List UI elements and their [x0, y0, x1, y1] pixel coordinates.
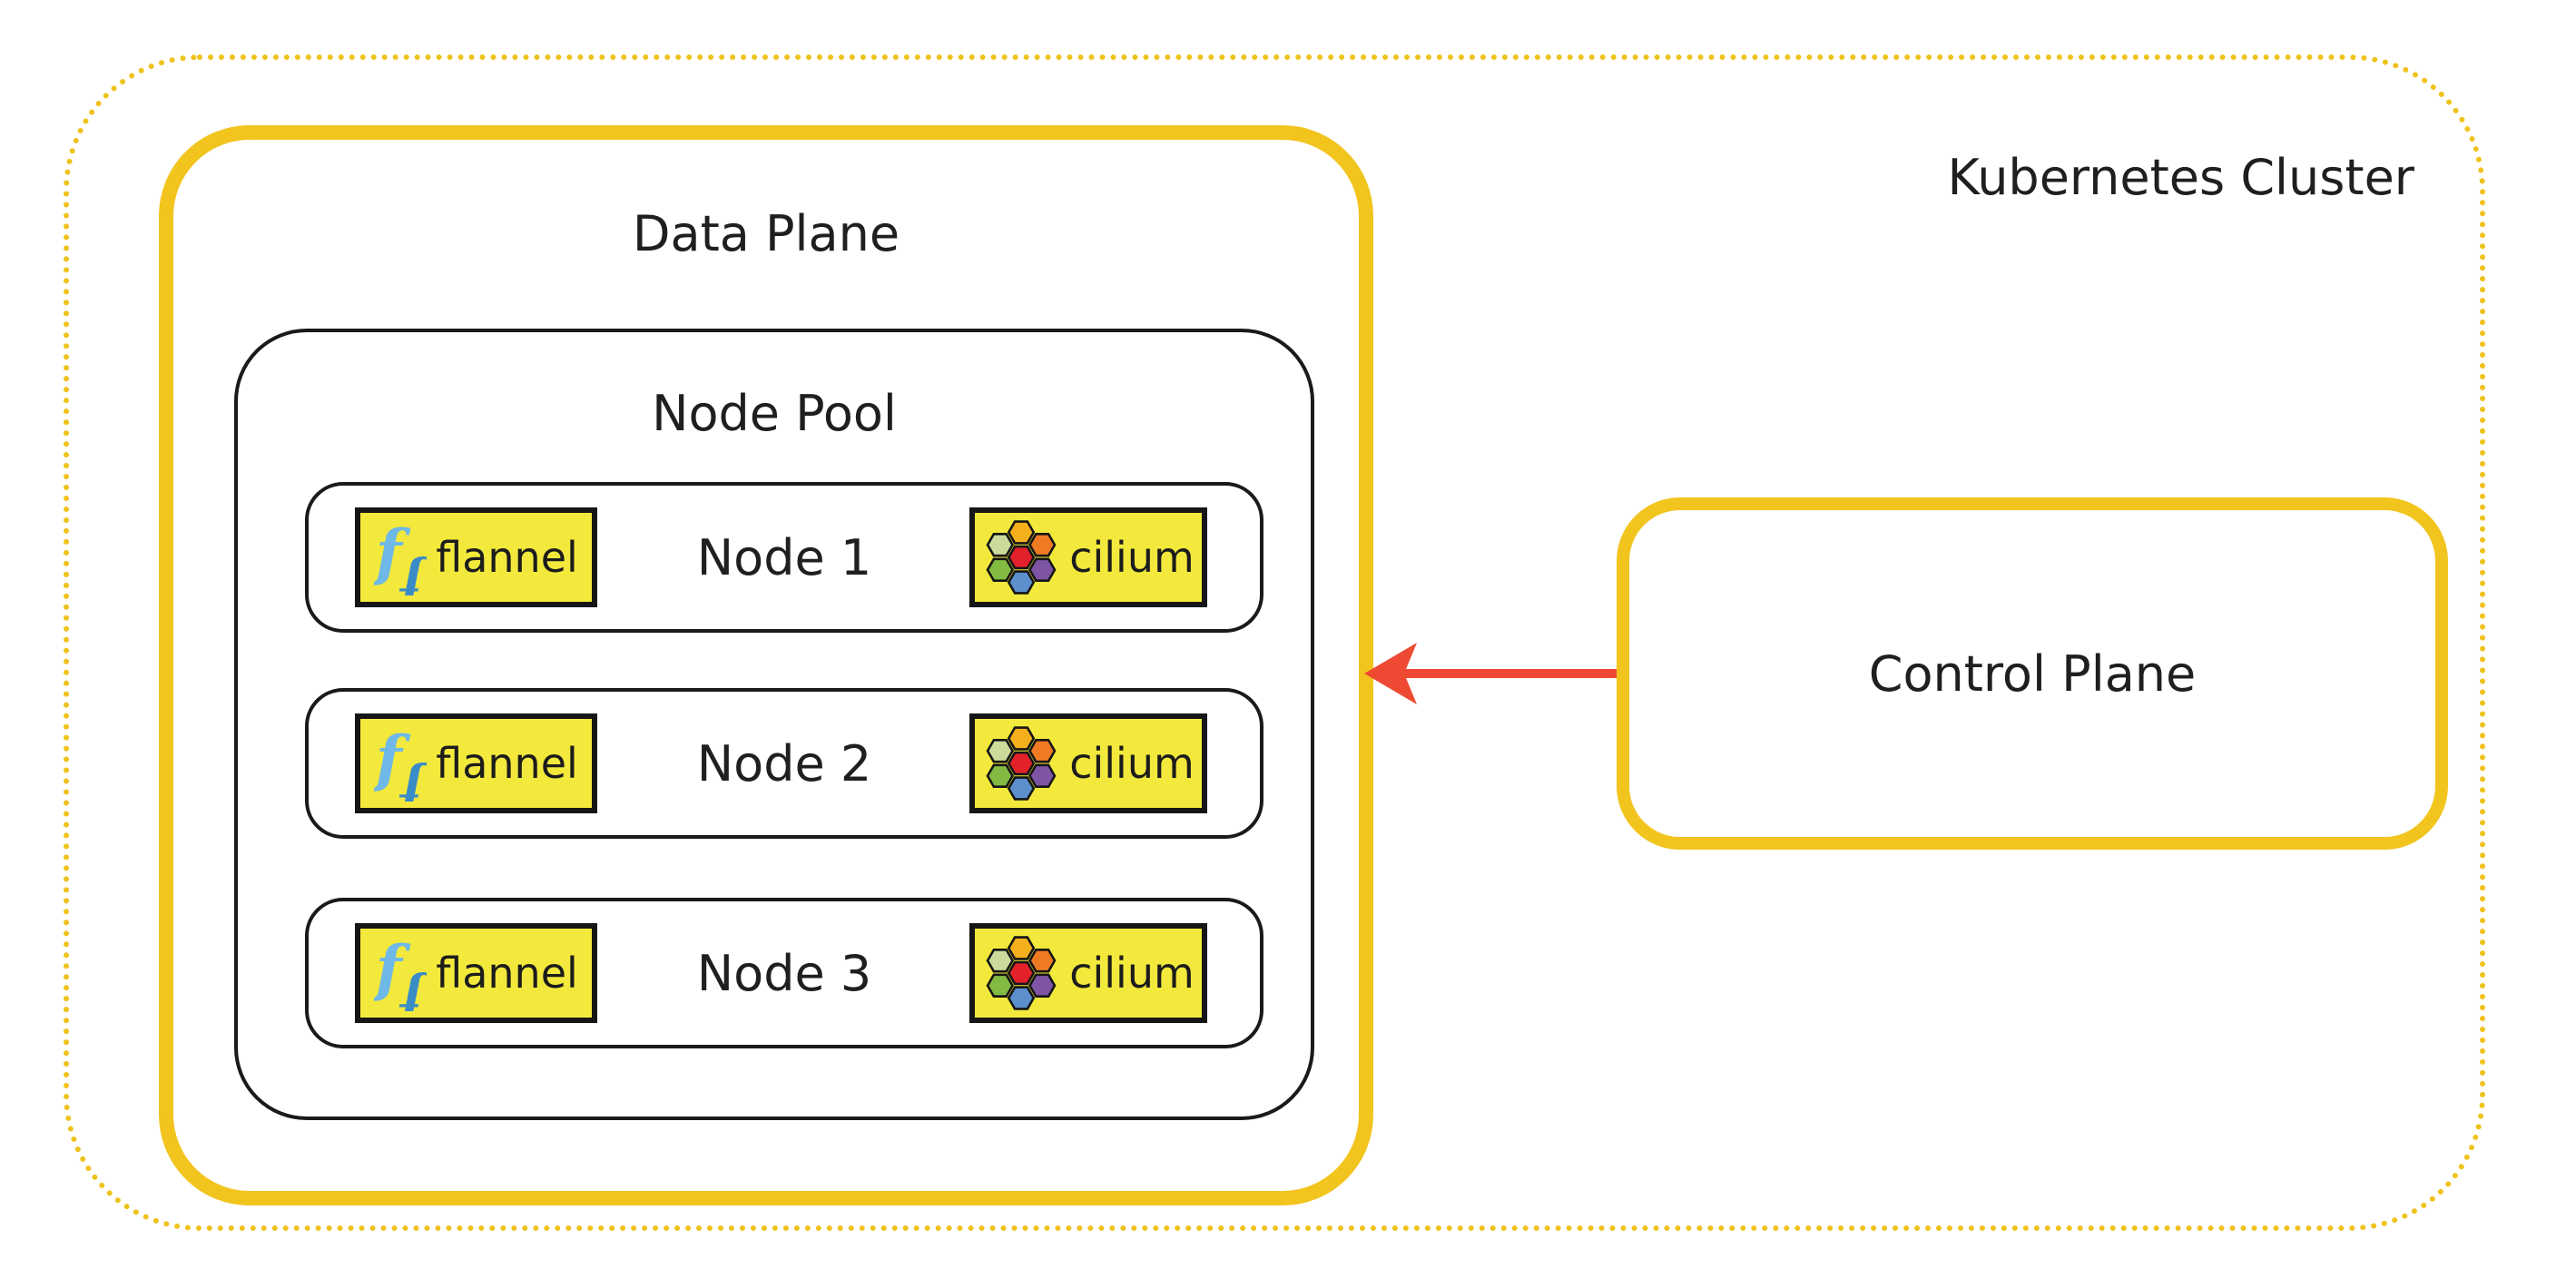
- node-row-2: Node 2 ƒ ƒ flannel: [305, 688, 1263, 839]
- control-plane-box: Control Plane: [1617, 497, 2448, 850]
- flannel-label: flannel: [436, 739, 578, 788]
- flannel-badge: ƒ ƒ flannel: [355, 713, 597, 813]
- flannel-label: flannel: [436, 949, 578, 998]
- node-pool-box: Node Pool Node 1 ƒ ƒ flannel: [234, 329, 1314, 1120]
- cilium-badge: cilium: [969, 713, 1207, 813]
- cilium-badge: cilium: [969, 923, 1207, 1023]
- node-pool-label: Node Pool: [652, 385, 897, 442]
- flannel-badge: ƒ ƒ flannel: [355, 507, 597, 607]
- data-plane-box: Data Plane Node Pool Node 1 ƒ ƒ flannel: [159, 125, 1373, 1205]
- flannel-icon: ƒ ƒ: [374, 519, 427, 595]
- node-1-label: Node 1: [696, 528, 872, 586]
- flannel-label: flannel: [436, 533, 578, 582]
- node-3-label: Node 3: [696, 944, 872, 1002]
- node-row-3: Node 3 ƒ ƒ flannel: [305, 898, 1263, 1048]
- control-to-data-arrow-icon: [1364, 643, 1617, 704]
- data-plane-label: Data Plane: [632, 205, 900, 262]
- cilium-icon: [982, 518, 1060, 596]
- kubernetes-cluster-label: Kubernetes Cluster: [1947, 149, 2414, 206]
- cilium-icon: [982, 724, 1060, 802]
- control-plane-label: Control Plane: [1868, 644, 2197, 703]
- node-row-1: Node 1 ƒ ƒ flannel: [305, 482, 1263, 633]
- cilium-label: cilium: [1069, 533, 1195, 582]
- flannel-icon: ƒ ƒ: [374, 725, 427, 802]
- node-2-label: Node 2: [696, 734, 872, 792]
- cilium-badge: cilium: [969, 507, 1207, 607]
- kubernetes-cluster-boundary: [64, 54, 2485, 1231]
- cilium-icon: [982, 934, 1060, 1012]
- flannel-icon: ƒ ƒ: [374, 935, 427, 1011]
- flannel-badge: ƒ ƒ flannel: [355, 923, 597, 1023]
- cilium-label: cilium: [1069, 949, 1195, 998]
- cilium-label: cilium: [1069, 739, 1195, 788]
